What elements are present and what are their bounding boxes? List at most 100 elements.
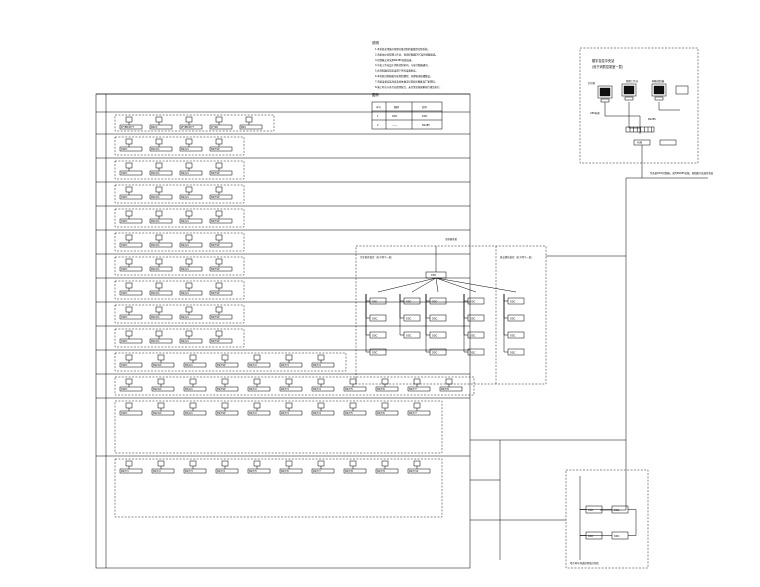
central-room-footnote: 至各层DDC控制器，采用RS485总线，按照图示连接至各层 [650,171,714,175]
ddc-icon [285,378,293,385]
ddc-icon [125,402,133,409]
floor-ddc-group [114,256,245,276]
ddc-label: RS2C/1 [151,340,160,343]
ddc-icon [253,460,261,467]
device-label: 打印机 [588,81,596,85]
ddc-icon [125,258,133,265]
ddc-label-box [209,124,233,130]
ddc-icon [155,234,163,241]
ddc-icon [215,282,223,289]
ddc-label: RS/T/4 [313,412,321,415]
ddc-icon [185,162,193,169]
parking-ddc-label: DDC [614,535,620,538]
central-monitoring-room: 楼宇自控中央站（设于消防控制室一层）打印机管理工作站网络控制器UPS电源RS48… [579,47,714,175]
ddc-label: RS/T/8 [345,470,353,473]
legend-title: 图例 [372,92,379,97]
ddc-box-label: DDC [510,317,516,320]
ddc-icon [215,162,223,169]
ddc-label-box [209,146,233,152]
ddc-label-box [149,338,173,344]
ddc-label: RS/4/1 [181,172,189,175]
ddc-label: CSPC [121,268,128,271]
ddc-icon [185,234,193,241]
ddc-icon [155,138,163,145]
device-label: 网络控制器 [652,79,665,83]
ddc-icon [285,402,293,409]
ddc-label: RS/T/3 [281,412,289,415]
ddc-label: RS/4/1 [181,292,189,295]
ddc-icon [157,354,165,361]
ddc-label: RS2C/1 [151,292,160,295]
ddc-label-box [209,266,233,272]
ddc-label: 1F/SD [211,126,218,129]
note-line: 2.系统由中央管理工作站、现场控制器DDC及传感器组成。 [375,52,438,56]
ddc-icon [381,378,389,385]
ddc-label-box [209,194,233,200]
ddc-label: RS/T/5 [345,412,353,415]
ddc-label-box [149,194,173,200]
ddc-icon [245,116,253,123]
ddc-label-box [179,170,203,176]
ddc-label: RS2C/1 [151,316,160,319]
ddc-icon [253,378,261,385]
ddc-label: RS/T/1 [121,470,129,473]
ddc-label-box [179,218,203,224]
printer-icon [675,85,689,95]
monitor-screen-icon [599,87,611,97]
ddc-label-box [179,314,203,320]
ddc-label-box [179,194,203,200]
ddc-label-box [151,386,175,392]
ddc-label-box [179,242,203,248]
ddc-label: CSPC [121,148,128,151]
ddc-icon [413,402,421,409]
ddc-label-box [179,338,203,344]
ddc-box-label: DDC [406,317,412,320]
ddc-box-label: DDC [510,300,516,303]
ddc-box-label: DDC [406,300,412,303]
ddc-label: RS/T/9 [377,470,385,473]
ddc-label: RS/T/3 [281,364,289,367]
panel-frame [95,93,471,569]
ddc-label-box [179,290,203,296]
ddc-label: RS2C/1 [151,148,160,151]
ddc-label: RS2C/1 [151,220,160,223]
ddc-icon [221,354,229,361]
notes-heading: 说明 [372,40,379,45]
parking-frame [565,469,649,569]
ddc-icon [155,258,163,265]
ddc-label: RS/T/4 [217,470,225,473]
ddc-label-box [209,218,233,224]
ddc-label-box [183,386,207,392]
ddc-label: RS2C [151,126,158,129]
ddc-label-box [239,124,263,130]
ddc-icon [215,138,223,145]
ddc-label: RS/T/7 [313,470,321,473]
ddc-label: RS/4/1 [181,316,189,319]
bus-line [600,177,642,511]
ddc-icon [221,402,229,409]
ddc-icon [189,402,197,409]
ddc-label: RS4 [241,126,246,129]
ddc-icon [125,234,133,241]
ddc-label: CSPC [121,244,128,247]
ddc-icon [185,306,193,313]
ddc-label-box [149,124,173,130]
ddc-label-box [149,218,173,224]
ddc-label-box [247,468,271,474]
ddc-icon [317,354,325,361]
ddc-label-box [311,362,335,368]
ddc-label-box [311,386,335,392]
legend-header: 图例 [394,105,399,109]
ddc-label-box [311,410,335,416]
ddc-label: RS/TSP [211,244,220,247]
legend-header: 名称 [422,105,427,109]
ddc-label-box [119,386,143,392]
ddc-icon [189,354,197,361]
legend-name: DDC [422,115,428,118]
